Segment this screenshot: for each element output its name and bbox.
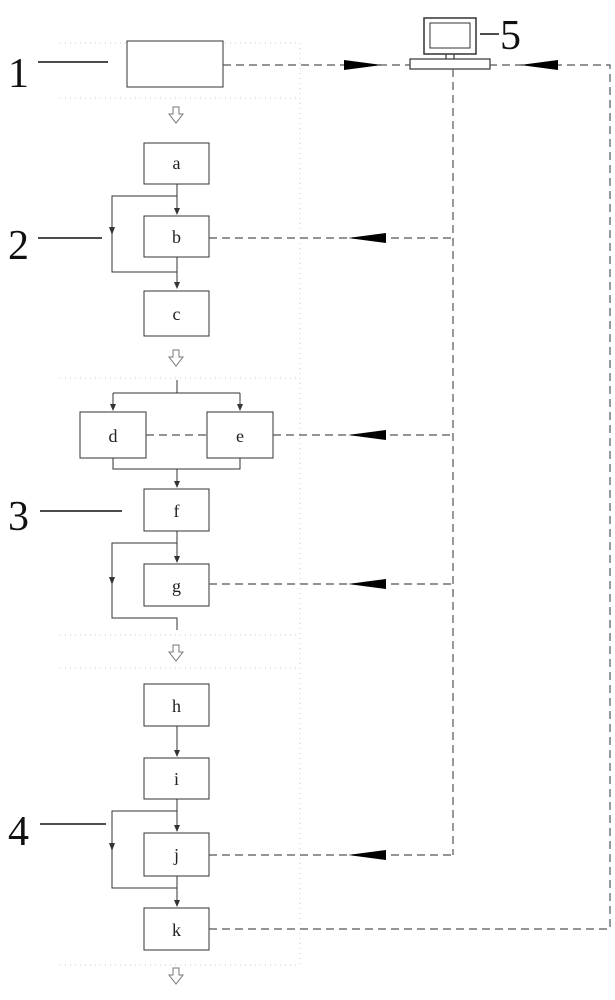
computer-monitor-icon	[409, 17, 491, 70]
arrowhead-i-j	[174, 825, 180, 832]
step-box-h	[143, 683, 210, 727]
step-label-b: b	[172, 227, 181, 247]
section-number-1: 1	[8, 51, 29, 97]
arrowhead-j-k	[174, 900, 180, 907]
step-label-k: k	[172, 920, 181, 940]
arrowhead-a-b	[174, 208, 180, 215]
hollow-arrow-4	[167, 967, 185, 985]
step-label-d: d	[109, 426, 118, 446]
hollow-arrow-1	[167, 106, 185, 124]
step-box-j	[143, 832, 210, 877]
step-box-e	[206, 411, 274, 459]
step-label-h: h	[172, 696, 181, 716]
top-box	[126, 40, 224, 88]
arrowhead-feedback-to-computer	[520, 60, 558, 70]
hollow-arrow-2	[167, 349, 185, 367]
step-label-j: j	[173, 845, 179, 865]
section-number-3: 3	[8, 494, 29, 540]
arrowhead-to-e-dashed	[348, 430, 386, 440]
split-d-e	[112, 380, 241, 410]
step-label-g: g	[172, 576, 181, 596]
arrowhead-to-d	[110, 404, 116, 411]
loop-g	[111, 542, 178, 630]
step-box-k	[143, 907, 210, 951]
arrowhead-top-to-computer	[344, 60, 382, 70]
step-box-b	[143, 215, 210, 258]
arrowhead-to-j	[348, 850, 386, 860]
section-number-2: 2	[8, 223, 29, 269]
loop-b-arrowhead	[109, 227, 115, 235]
step-box-a	[143, 142, 210, 185]
step-label-e: e	[236, 426, 244, 446]
hollow-arrow-3	[167, 644, 185, 662]
arrowhead-b-c	[174, 282, 180, 289]
dashed-k-feedback	[209, 64, 611, 930]
step-box-c	[143, 290, 210, 337]
section-number-5: 5	[500, 13, 521, 59]
arrowhead-f-g	[174, 556, 180, 563]
step-label-f: f	[174, 501, 180, 521]
arrowhead-h-i	[174, 750, 180, 757]
loop-g-arrowhead	[109, 577, 115, 585]
step-box-i	[143, 757, 210, 800]
step-label-c: c	[173, 304, 181, 324]
loop-j-arrowhead	[109, 843, 115, 851]
arrowhead-to-e	[237, 404, 243, 411]
step-label-a: a	[173, 153, 181, 173]
step-box-g	[143, 563, 210, 607]
arrowhead-to-b	[348, 233, 386, 243]
arrowhead-to-g	[348, 579, 386, 589]
arrowhead-to-f	[174, 481, 180, 488]
step-label-i: i	[174, 769, 179, 789]
section-number-4: 4	[8, 809, 29, 855]
